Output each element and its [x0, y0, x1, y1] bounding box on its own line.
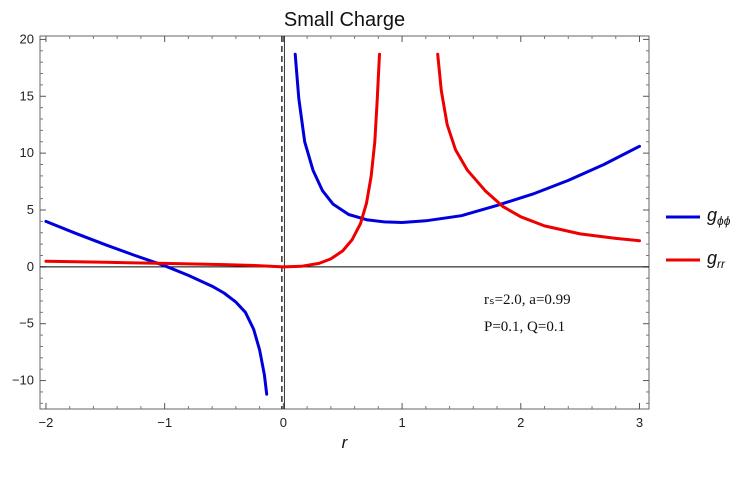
x-tick-label: 1 — [398, 415, 405, 430]
y-tick-label: −5 — [19, 316, 34, 331]
series-line-gphiphi-segment-2 — [293, 52, 641, 224]
x-tick-label: −2 — [39, 415, 54, 430]
x-tick-label: 0 — [280, 415, 287, 430]
legend-label-main: g — [707, 248, 717, 268]
legend-label-main: g — [707, 205, 717, 225]
x-tick-label: −1 — [157, 415, 172, 430]
annotation-line-1: rₛ=2.0, a=0.99 — [484, 292, 571, 308]
y-tick-label: −10 — [12, 373, 34, 388]
legend-label-sub: ϕϕ — [717, 214, 731, 228]
y-tick-label: 5 — [27, 202, 34, 217]
series-line-gphiphi-segment-1 — [44, 219, 269, 396]
y-tick-label: 0 — [27, 259, 34, 274]
series-line-grr-segment-1 — [44, 52, 381, 269]
x-tick-label: 3 — [636, 415, 643, 430]
y-tick-label: 20 — [20, 31, 34, 46]
chart-title: Small Charge — [284, 9, 405, 31]
x-tick-label: 2 — [517, 415, 524, 430]
legend-label-grr: grr — [707, 248, 726, 271]
y-tick-label: 10 — [20, 145, 34, 160]
plot-frame — [39, 35, 650, 410]
legend: gϕϕ grr — [666, 205, 731, 271]
annotation-line-2: P=0.1, Q=0.1 — [484, 319, 565, 335]
axis-ticks — [40, 36, 649, 409]
series-layer — [44, 52, 641, 396]
x-axis-label: r — [342, 433, 349, 452]
legend-label-sub: rr — [717, 257, 726, 271]
legend-label-gphiphi: gϕϕ — [707, 205, 731, 228]
y-tick-label: 15 — [20, 88, 34, 103]
series-line-grr-segment-2 — [436, 52, 641, 243]
parameter-annotation: rₛ=2.0, a=0.99 P=0.1, Q=0.1 — [484, 292, 571, 335]
